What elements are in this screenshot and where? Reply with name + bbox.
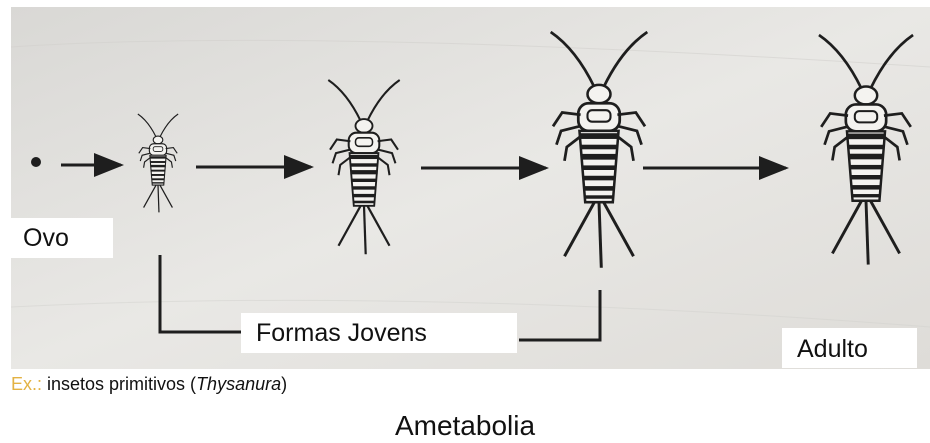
young-forms-label: Formas Jovens xyxy=(241,313,517,353)
egg-dot xyxy=(31,157,41,167)
caption-scientific-name: Thysanura xyxy=(196,374,281,394)
adult-label: Adulto xyxy=(782,328,917,368)
page-title: Ametabolia xyxy=(0,410,930,442)
caption-prefix: Ex.: xyxy=(11,374,42,394)
caption-text-after: ) xyxy=(281,374,287,394)
example-caption: Ex.: insetos primitivos (Thysanura) xyxy=(11,374,287,395)
egg-label: Ovo xyxy=(11,218,113,258)
caption-text-before: insetos primitivos ( xyxy=(42,374,196,394)
